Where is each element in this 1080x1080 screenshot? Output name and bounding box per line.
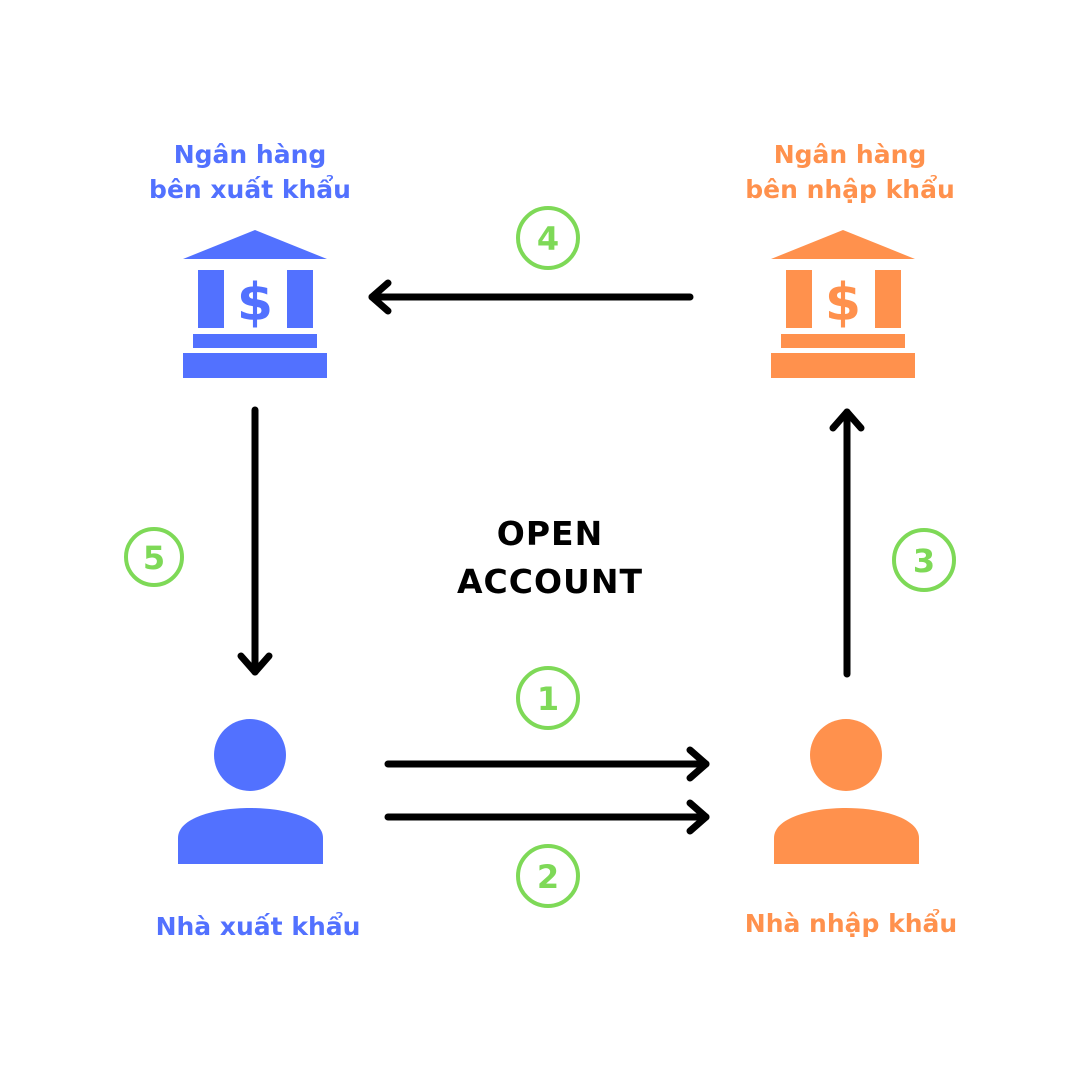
step-1-number: 1: [537, 680, 559, 718]
arrow-step-3: [829, 408, 865, 678]
center-title-line2: ACCOUNT: [457, 562, 643, 601]
exporter-label-text: Nhà xuất khẩu: [155, 912, 361, 941]
importer-bank-label-line2: bên nhập khẩu: [745, 175, 955, 204]
exporter-person-icon: [178, 719, 323, 864]
step-4-circle: [516, 206, 580, 270]
arrow-step-2: [384, 799, 710, 835]
center-title-line1: OPEN: [496, 514, 604, 553]
importer-bank-icon: $: [771, 230, 915, 378]
importer-person-icon: [774, 719, 919, 864]
center-title: OPEN ACCOUNT: [400, 510, 700, 606]
step-1-circle: [516, 666, 580, 730]
exporter-bank-icon: $: [183, 230, 327, 378]
exporter-label: Nhà xuất khẩu: [130, 909, 386, 944]
step-5-number: 5: [143, 539, 165, 577]
step-4-number: 4: [537, 220, 559, 258]
importer-bank-label-line1: Ngân hàng: [773, 140, 927, 169]
step-3-circle: [892, 528, 956, 592]
exporter-bank-label-line1: Ngân hàng: [173, 140, 327, 169]
arrow-step-5: [237, 406, 273, 676]
step-2-circle: [516, 844, 580, 908]
step-3-number: 3: [913, 542, 935, 580]
importer-label: Nhà nhập khẩu: [720, 906, 982, 941]
arrow-step-1: [384, 746, 710, 782]
exporter-bank-label-line2: bên xuất khẩu: [149, 175, 351, 204]
exporter-bank-label: Ngân hàng bên xuất khẩu: [130, 137, 370, 207]
svg-text:$: $: [825, 273, 861, 333]
importer-label-text: Nhà nhập khẩu: [744, 909, 958, 938]
importer-bank-label: Ngân hàng bên nhập khẩu: [720, 137, 980, 207]
step-5-circle: [124, 527, 184, 587]
step-2-number: 2: [537, 858, 559, 896]
arrow-step-4: [368, 279, 694, 315]
svg-text:$: $: [237, 273, 273, 333]
